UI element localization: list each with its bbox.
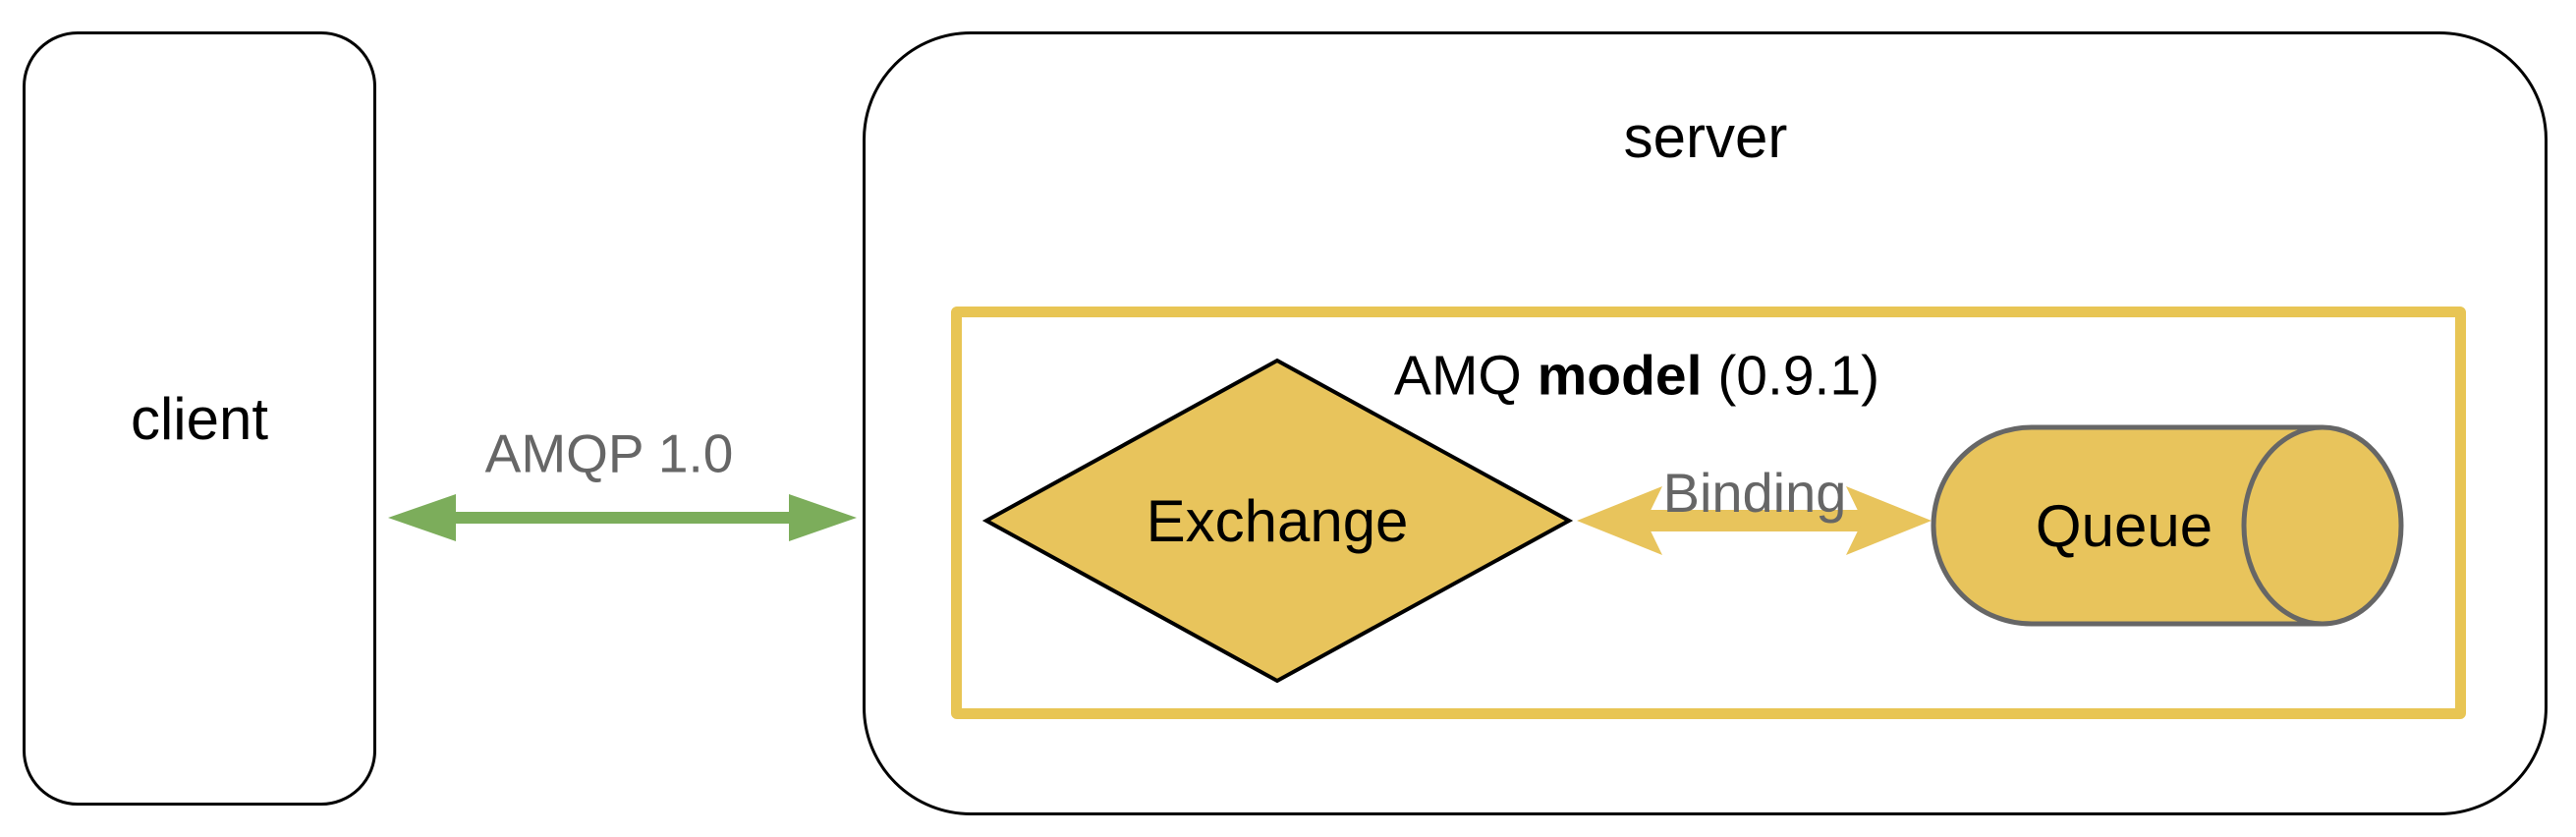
- binding-label: Binding: [1662, 462, 1847, 524]
- amqp-arrow-shaft: [442, 512, 804, 524]
- exchange-label: Exchange: [1146, 488, 1409, 554]
- server-label: server: [1623, 104, 1788, 170]
- client-box: [23, 31, 376, 806]
- queue-label: Queue: [2035, 493, 2213, 559]
- amq-model-box: [951, 307, 2466, 719]
- amqp-arrow-head-right: [789, 494, 857, 541]
- amq-model-label-suffix: (0.9.1): [1717, 344, 1880, 408]
- amq-model-label-prefix: AMQ: [1393, 344, 1522, 408]
- amqp-arrow-head-left: [388, 494, 456, 541]
- amq-model-label: AMQ model (0.9.1): [1394, 348, 1879, 405]
- amq-model-label-bold: model: [1537, 344, 1703, 408]
- amqp-double-arrow: [388, 494, 857, 541]
- client-label: client: [130, 386, 269, 452]
- amqp-protocol-label: AMQP 1.0: [484, 422, 734, 484]
